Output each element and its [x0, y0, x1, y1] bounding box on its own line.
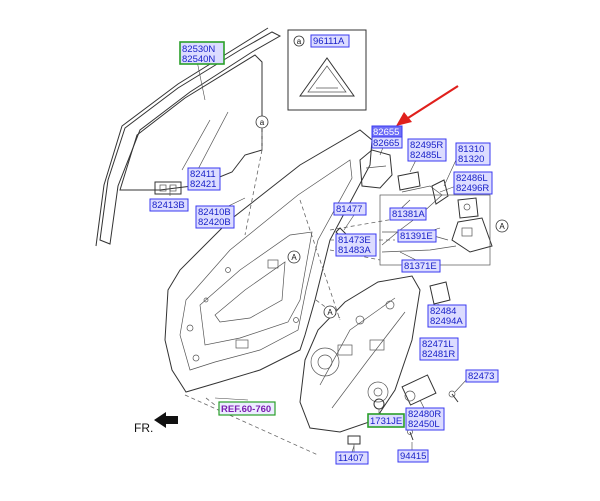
part-label-82484[interactable]: 82484 82494A [427, 304, 467, 328]
part-label-82530n[interactable]: 82530N 82540N [179, 41, 225, 65]
window-regulator [299, 275, 421, 433]
svg-text:82484: 82484 [430, 306, 456, 317]
screw-94415 [407, 429, 414, 441]
ref-label-60-760[interactable]: REF.60-760 [218, 401, 276, 416]
part-label-82410b[interactable]: 82410B 82420B [195, 205, 235, 229]
part-label-82480r[interactable]: 82480R 82450L [405, 407, 445, 431]
svg-text:82413B: 82413B [152, 200, 185, 211]
svg-text:A: A [499, 222, 505, 231]
svg-text:81483A: 81483A [338, 245, 371, 256]
callout-circle-A-rods: A [495, 219, 509, 233]
part-label-96111a[interactable]: 96111A [310, 34, 350, 48]
svg-text:82496R: 82496R [456, 183, 489, 194]
part-label-11407[interactable]: 11407 [335, 451, 369, 465]
part-label-82495r[interactable]: 82495R 82485L [407, 138, 447, 162]
door-checker [429, 281, 451, 305]
svg-text:82494A: 82494A [430, 316, 463, 327]
svg-text:a: a [260, 118, 265, 127]
door-inner-panel [164, 129, 373, 393]
front-direction-arrow-icon [154, 412, 178, 428]
svg-text:82486L: 82486L [456, 173, 488, 184]
svg-text:81371E: 81371E [404, 261, 437, 272]
svg-text:A: A [327, 308, 333, 317]
part-label-81310[interactable]: 81310 81320 [455, 142, 491, 166]
svg-text:96111A: 96111A [313, 36, 345, 47]
svg-text:A: A [291, 253, 297, 262]
bolt-82473 [448, 390, 459, 403]
part-label-81473e[interactable]: 81473E 81483A [335, 233, 377, 257]
part-label-82486l[interactable]: 82486L 82496R [453, 171, 493, 195]
part-label-82655[interactable]: 82655 82665 [371, 125, 403, 149]
svg-text:81477: 81477 [336, 204, 362, 215]
svg-text:82655: 82655 [373, 127, 399, 138]
part-label-81391e[interactable]: 81391E [397, 229, 437, 243]
svg-text:82473: 82473 [468, 371, 494, 382]
glass-run-channel [95, 27, 269, 247]
leader-lines [169, 55, 469, 453]
front-label: FR. [134, 421, 153, 435]
svg-text:REF.60-760: REF.60-760 [221, 404, 271, 415]
svg-text:82665: 82665 [373, 138, 399, 149]
svg-text:81473E: 81473E [338, 235, 371, 246]
svg-text:81310: 81310 [458, 144, 484, 155]
svg-text:82411: 82411 [190, 169, 216, 180]
warning-triangle-label-icon [299, 57, 355, 97]
svg-text:82485L: 82485L [410, 150, 442, 161]
part-label-81381a[interactable]: 81381A [389, 207, 427, 221]
part-label-82411[interactable]: 82411 82421 [187, 167, 221, 191]
svg-text:81391E: 81391E [400, 231, 433, 242]
part-label-82473[interactable]: 82473 [465, 369, 499, 383]
regulator-motor [401, 374, 437, 406]
svg-text:82495R: 82495R [410, 140, 443, 151]
svg-text:82480R: 82480R [408, 409, 441, 420]
callout-circle-A-regulator: A [323, 305, 337, 319]
part-label-82471l[interactable]: 82471L 82481R [419, 337, 459, 361]
svg-text:81320: 81320 [458, 154, 484, 165]
door-lock-actuator [451, 197, 493, 253]
svg-text:81381A: 81381A [392, 209, 425, 220]
callout-circle-a-top: a [255, 115, 269, 129]
svg-text:94415: 94415 [400, 451, 426, 462]
red-arrow-icon [396, 85, 459, 126]
svg-text:82481R: 82481R [422, 349, 455, 360]
svg-text:82471L: 82471L [422, 339, 454, 350]
svg-text:82530N: 82530N [182, 44, 215, 55]
screw-11407 [347, 435, 361, 452]
part-label-1731je[interactable]: 1731JE [367, 413, 405, 428]
svg-text:1731JE: 1731JE [370, 416, 402, 427]
callout-circle-A-door: A [287, 250, 301, 264]
warning-callout-letter: a [297, 37, 302, 46]
grommet-1731je [373, 398, 385, 414]
svg-text:82410B: 82410B [198, 207, 231, 218]
svg-text:82540N: 82540N [182, 54, 215, 65]
part-label-94415[interactable]: 94415 [397, 449, 429, 463]
svg-text:82421: 82421 [190, 179, 216, 190]
part-label-82413b[interactable]: 82413B [149, 198, 189, 212]
svg-text:11407: 11407 [338, 453, 364, 464]
outside-handle-bracket [359, 149, 449, 205]
part-label-81371e[interactable]: 81371E [401, 259, 441, 273]
part-label-81477[interactable]: 81477 [333, 202, 367, 216]
svg-text:82450L: 82450L [408, 419, 440, 430]
svg-text:82420B: 82420B [198, 217, 231, 228]
